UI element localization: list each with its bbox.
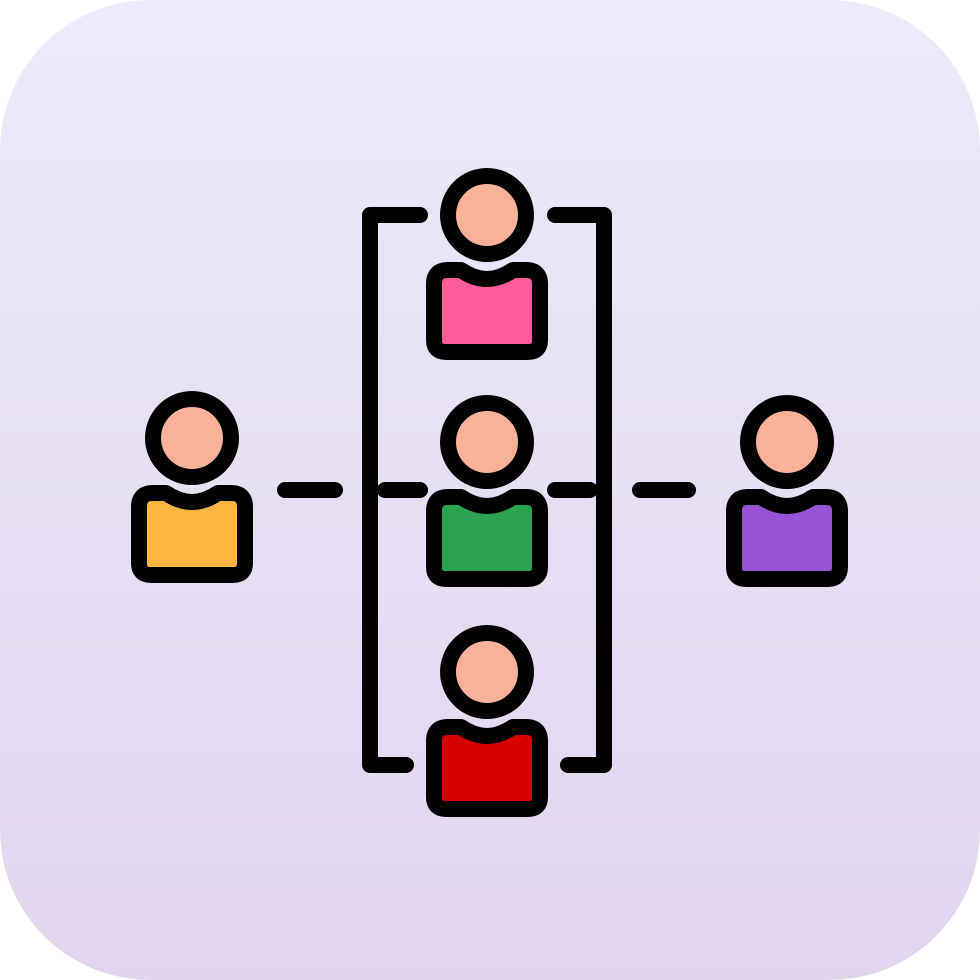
left-person-head: [145, 391, 239, 485]
top-person-head: [440, 168, 534, 262]
bottom-person-shirt: [426, 719, 548, 817]
right-bracket: [547, 207, 612, 773]
right-person-icon: [726, 395, 848, 587]
right-person-head: [740, 395, 834, 489]
center-person-icon: [426, 395, 548, 587]
center-person-shirt: [426, 489, 548, 587]
connector-lines: [277, 207, 696, 773]
right-person-shirt: [726, 489, 848, 587]
left-bracket: [362, 207, 428, 773]
center-person-head: [440, 395, 534, 489]
bottom-person-icon: [426, 625, 548, 817]
left-person-shirt: [131, 485, 253, 583]
bottom-person-head: [440, 625, 534, 719]
top-person-shirt: [426, 262, 548, 360]
top-person-icon: [426, 168, 548, 360]
left-person-icon: [131, 391, 253, 583]
